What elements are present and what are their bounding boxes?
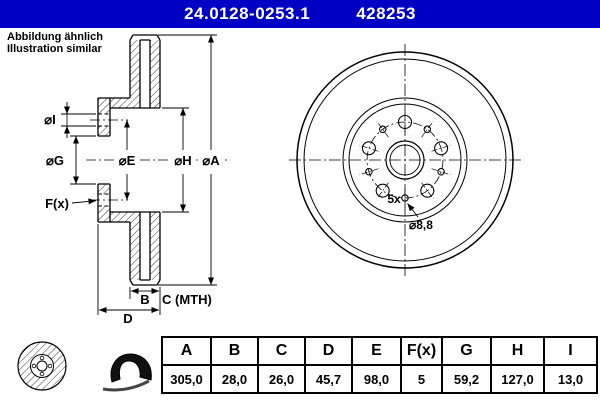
hole-count-label: 5x — [387, 192, 401, 206]
brake-disc-icon — [17, 341, 67, 391]
table-header-cell: C — [257, 336, 306, 366]
section-outline — [97, 34, 161, 286]
dim-label-a: ⌀A — [202, 153, 220, 168]
dim-label-h: ⌀H — [174, 153, 191, 168]
reference-number: 428253 — [356, 4, 416, 23]
dim-label-b: B — [140, 292, 149, 307]
dim-label-d: D — [123, 311, 132, 326]
dim-label-g: ⌀G — [46, 153, 64, 168]
section-dimension-lines — [61, 34, 217, 315]
table-value-cell: 305,0 — [161, 364, 212, 394]
table-value-cell: 127,0 — [490, 364, 545, 394]
title-bar: 24.0128-0253.1 428253 — [0, 0, 600, 28]
table-header-cell: I — [543, 336, 598, 366]
similarity-note-en: Illustration similar — [7, 43, 102, 55]
table-value-cell: 45,7 — [304, 364, 353, 394]
table-value-cell: 59,2 — [441, 364, 492, 394]
table-header-cell: F(x) — [400, 336, 443, 366]
table-value-cell: 13,0 — [543, 364, 598, 394]
section-dimension-labels: ⌀E ⌀H ⌀A ⌀I ⌀G F(x) B C (MTH) D — [44, 112, 224, 326]
table-header-row: A B C D E F(x) G H I — [161, 336, 598, 366]
section-centerlines — [86, 119, 230, 201]
front-centerlines — [289, 44, 521, 276]
table-header-cell: B — [210, 336, 259, 366]
disc-section-view: ⌀E ⌀H ⌀A ⌀I ⌀G F(x) B C (MTH) D — [44, 34, 230, 326]
similarity-note: Abbildung ähnlich Illustration similar — [7, 31, 103, 55]
table-header-cell: H — [490, 336, 545, 366]
dim-label-c: C (MTH) — [162, 292, 212, 307]
table-value-cell: 28,0 — [210, 364, 259, 394]
table-value-row: 305,0 28,0 26,0 45,7 98,0 5 59,2 127,0 1… — [161, 364, 598, 394]
hole-dia-leader — [407, 203, 419, 218]
disc-front-view: 5x ⌀8,8 — [289, 44, 521, 276]
bolt-circle — [366, 121, 444, 199]
similarity-note-de: Abbildung ähnlich — [7, 31, 103, 43]
dimension-table: A B C D E F(x) G H I 305,0 28,0 26,0 45,… — [161, 336, 598, 394]
table-header-cell: E — [351, 336, 402, 366]
dim-label-f: F(x) — [45, 196, 69, 211]
table-value-cell: 5 — [400, 364, 443, 394]
table-value-cell: 26,0 — [257, 364, 306, 394]
hole-diameter-label: ⌀8,8 — [409, 218, 433, 232]
table-header-cell: G — [441, 336, 492, 366]
table-value-cell: 98,0 — [351, 364, 402, 394]
table-header-cell: D — [304, 336, 353, 366]
front-labels: 5x ⌀8,8 — [387, 192, 433, 232]
dim-label-i: ⌀I — [44, 112, 55, 127]
brake-caliper-icon — [102, 353, 152, 392]
dim-label-e: ⌀E — [119, 153, 136, 168]
section-hatching — [98, 40, 160, 280]
table-header-cell: A — [161, 336, 212, 366]
part-number: 24.0128-0253.1 — [184, 4, 311, 23]
